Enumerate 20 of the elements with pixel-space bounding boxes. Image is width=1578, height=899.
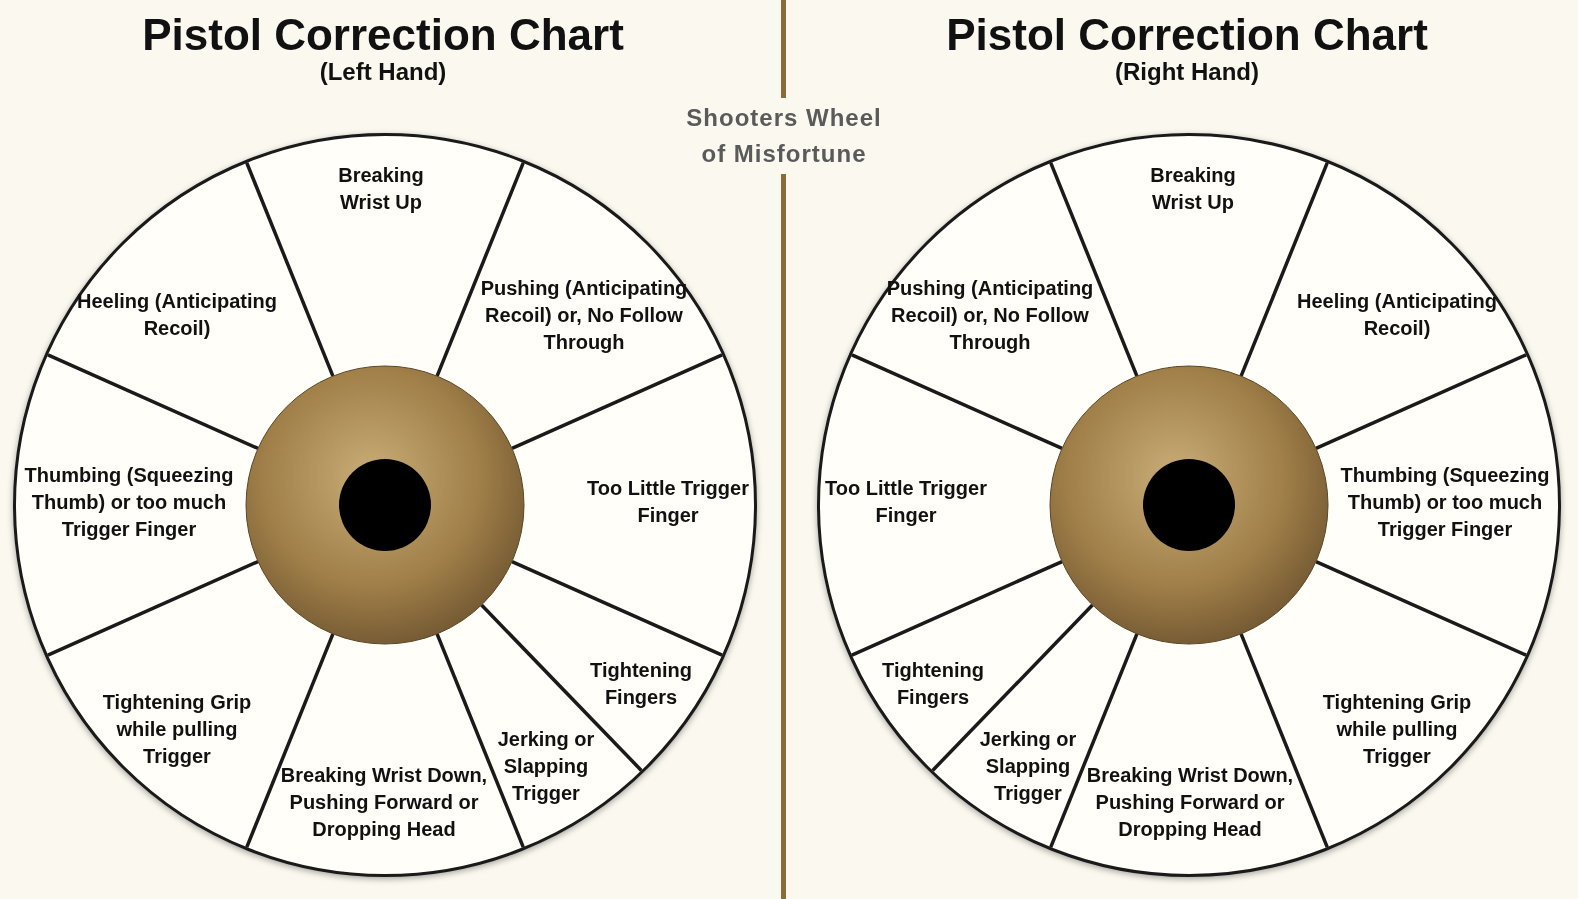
segment-label: Heeling (Anticipating Recoil) <box>57 288 297 342</box>
chart-subtitle: (Left Hand) <box>319 58 447 86</box>
segment-label: Tightening Fingers <box>868 657 998 711</box>
segment-label: Tightening Grip while pulling Trigger <box>1302 688 1492 770</box>
segment-label: Pushing (Anticipating Recoil) or, No Follow Through <box>459 274 709 356</box>
chart-title: Pistol Correction Chart <box>142 10 624 60</box>
segment-label: Too Little Trigger Finger <box>583 475 753 529</box>
segment-label: Breaking Wrist Up <box>326 162 436 216</box>
segment-label: Heeling (Anticipating Recoil) <box>1277 288 1517 342</box>
segment-label: Breaking Wrist Down, Pushing Forward or Dropping Head <box>1082 761 1298 843</box>
chart-title: Pistol Correction Chart <box>946 10 1428 60</box>
segment-label: Thumbing (Squeezing Thumb) or too much Trigger Finger <box>1330 461 1560 543</box>
segment-label: Breaking Wrist Down, Pushing Forward or Dropping Head <box>276 761 492 843</box>
segment-label: Thumbing (Squeezing Thumb) or too much Trigger Finger <box>14 461 244 543</box>
segment-label: Pushing (Anticipating Recoil) or, No Follow Through <box>865 274 1115 356</box>
segment-label: Too Little Trigger Finger <box>821 475 991 529</box>
segment-label: Tightening Grip while pulling Trigger <box>82 688 272 770</box>
chart-subtitle: (Right Hand) <box>1115 58 1259 86</box>
segment-label: Breaking Wrist Up <box>1138 162 1248 216</box>
segment-label: Tightening Fingers <box>576 657 706 711</box>
